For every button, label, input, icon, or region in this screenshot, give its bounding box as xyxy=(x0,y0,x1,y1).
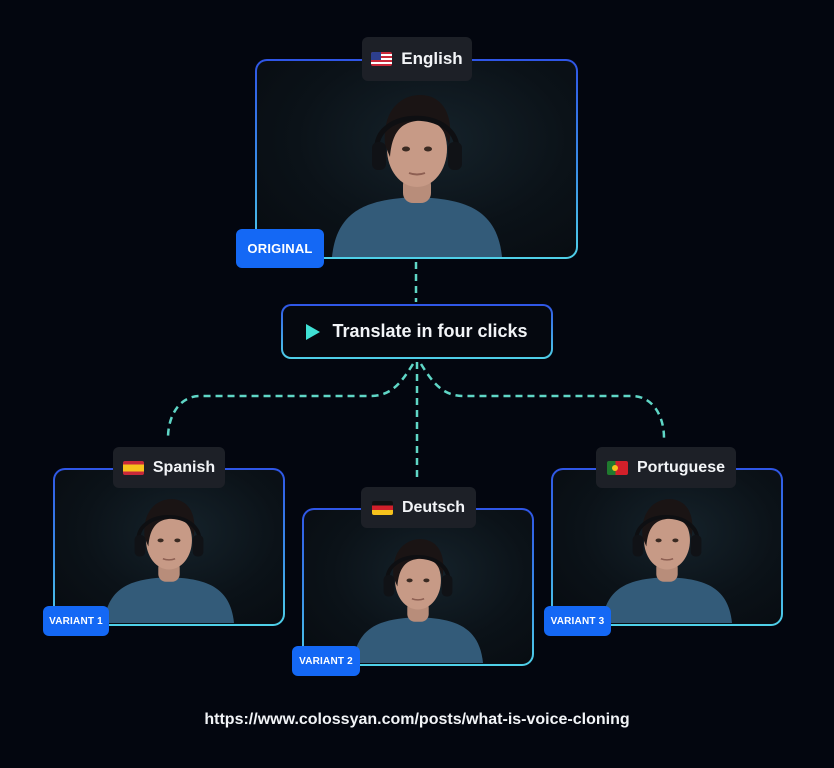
language-label: Portuguese xyxy=(636,458,725,476)
avatar-presenter-image xyxy=(104,499,234,623)
variant-card-spanish[interactable] xyxy=(53,468,285,626)
us-flag-icon xyxy=(371,52,393,66)
translate-button[interactable]: Translate in four clicks xyxy=(281,304,553,359)
original-badge: ORIGINAL xyxy=(236,229,324,268)
language-label: Deutsch xyxy=(401,498,466,516)
language-tag-english: English xyxy=(362,37,472,81)
variant-badge-3: VARIANT 3 xyxy=(544,606,611,636)
variant-card-deutsch[interactable] xyxy=(302,508,534,666)
language-tag-portuguese: Portuguese xyxy=(596,447,736,488)
translate-button-label: Translate in four clicks xyxy=(332,321,528,341)
portugal-flag-icon xyxy=(606,460,628,475)
variant-badge-2: VARIANT 2 xyxy=(292,646,360,676)
language-label: English xyxy=(401,49,463,68)
play-icon xyxy=(306,323,321,340)
avatar-presenter-image xyxy=(353,539,483,663)
language-tag-spanish: Spanish xyxy=(113,447,225,488)
source-url: https://www.colossyan.com/posts/what-is-… xyxy=(204,711,630,728)
spain-flag-icon xyxy=(122,460,144,475)
variant-card-portuguese[interactable] xyxy=(551,468,783,626)
connector-action-to-portuguese xyxy=(419,363,666,439)
avatar-presenter-image xyxy=(602,499,732,623)
original-video-card[interactable] xyxy=(255,59,578,259)
connector-action-to-spanish xyxy=(166,363,415,439)
language-tag-deutsch: Deutsch xyxy=(361,487,476,528)
germany-flag-icon xyxy=(371,500,393,515)
language-label: Spanish xyxy=(152,458,216,476)
avatar-presenter-image xyxy=(331,95,502,257)
variant-badge-1: VARIANT 1 xyxy=(43,606,109,636)
